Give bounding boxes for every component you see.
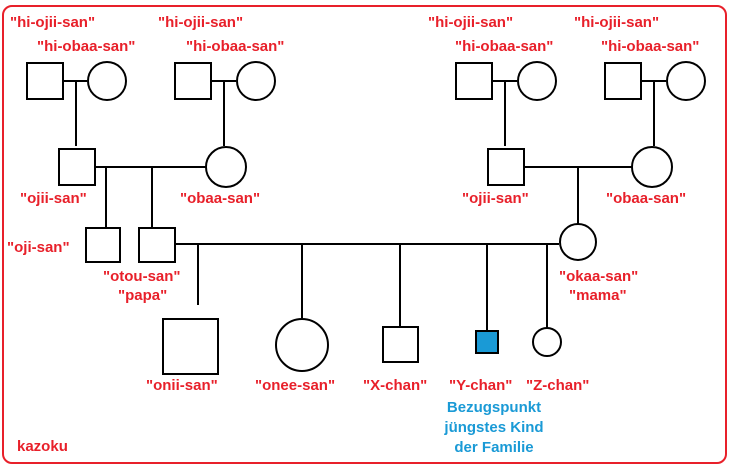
father-label-line1: "otou-san" xyxy=(103,268,181,285)
great-grandfather-square xyxy=(26,62,64,100)
mother-circle xyxy=(559,223,597,261)
great-grandfather-label: "hi-ojii-san" xyxy=(428,14,513,31)
paternal-grandmother-circle xyxy=(205,146,247,188)
father-label-line2: "papa" xyxy=(118,287,167,304)
great-grandfather-square xyxy=(455,62,493,100)
child-y-chan-reference-square xyxy=(475,330,499,354)
paternal-grandfather-square xyxy=(58,148,96,186)
great-grandmother-label: "hi-obaa-san" xyxy=(186,38,284,55)
child-onee-san-circle xyxy=(275,318,329,372)
great-grandfather-label: "hi-ojii-san" xyxy=(158,14,243,31)
labels: "hi-ojii-san" "hi-obaa-san" "hi-ojii-san… xyxy=(7,14,699,455)
great-grandmother-circle xyxy=(517,61,557,101)
child-label: "onii-san" xyxy=(146,377,218,394)
great-grandfather-square xyxy=(604,62,642,100)
great-grandmother-circle xyxy=(236,61,276,101)
reference-note-line2: jüngstes Kind xyxy=(443,419,543,436)
paternal-grandmother-label: "obaa-san" xyxy=(180,190,260,207)
child-label: "onee-san" xyxy=(255,377,335,394)
maternal-grandmother-circle xyxy=(631,146,673,188)
connector-lines xyxy=(63,80,666,330)
diagram-title: kazoku xyxy=(17,438,68,455)
maternal-grandfather-square xyxy=(487,148,525,186)
child-x-chan-square xyxy=(382,326,419,363)
father-square xyxy=(138,227,176,263)
uncle-label: "oji-san" xyxy=(7,239,70,256)
great-grandmother-label: "hi-obaa-san" xyxy=(37,38,135,55)
child-onii-san-square xyxy=(162,318,219,375)
diagram-frame xyxy=(2,5,727,464)
reference-note-line1: Bezugspunkt xyxy=(447,399,541,416)
reference-note: Bezugspunkt jüngstes Kind der Familie xyxy=(443,399,543,456)
mother-label-line1: "okaa-san" xyxy=(559,268,638,285)
great-grandmother-circle xyxy=(666,61,706,101)
great-grandfather-label: "hi-ojii-san" xyxy=(574,14,659,31)
great-grandmother-circle xyxy=(87,61,127,101)
mother-label-line2: "mama" xyxy=(569,287,627,304)
person-symbols xyxy=(26,61,706,375)
child-z-chan-circle xyxy=(532,327,562,357)
great-grandfather-square xyxy=(174,62,212,100)
great-grandmother-label: "hi-obaa-san" xyxy=(455,38,553,55)
maternal-grandmother-label: "obaa-san" xyxy=(606,190,686,207)
child-label: "Z-chan" xyxy=(526,377,589,394)
child-label: "Y-chan" xyxy=(449,377,512,394)
uncle-square xyxy=(85,227,121,263)
reference-note-line3: der Familie xyxy=(454,439,533,456)
paternal-grandfather-label: "ojii-san" xyxy=(20,190,87,207)
great-grandmother-label: "hi-obaa-san" xyxy=(601,38,699,55)
great-grandfather-label: "hi-ojii-san" xyxy=(10,14,95,31)
maternal-grandfather-label: "ojii-san" xyxy=(462,190,529,207)
child-label: "X-chan" xyxy=(363,377,427,394)
